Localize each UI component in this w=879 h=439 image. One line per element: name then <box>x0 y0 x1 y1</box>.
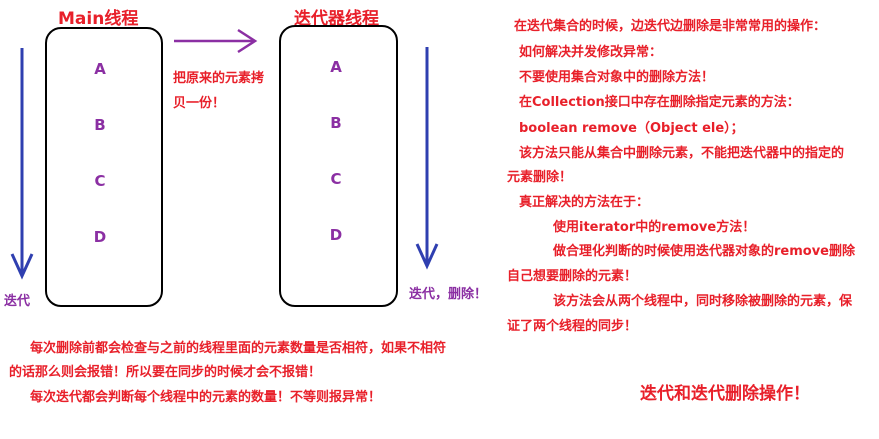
iterate-label: 迭代 <box>4 294 31 309</box>
main-letter-d: D <box>93 228 107 246</box>
note-line-6: 该方法只能从集合中删除元素，不能把迭代器中的指定的 <box>519 146 845 161</box>
note-line-8: 真正解决的方法在于： <box>519 195 650 210</box>
note-line-11: 自己想要删除的元素！ <box>507 269 638 284</box>
note-line-2: 如何解决并发修改异常： <box>519 45 663 60</box>
main-thread-title: Main线程 <box>58 9 139 29</box>
note-line-3: 不要使用集合对象中的删除方法！ <box>519 70 715 85</box>
iter-letter-a: A <box>330 58 342 76</box>
note-line-4: 在Collection接口中存在删除指定元素的方法： <box>519 95 800 110</box>
main-letter-a: A <box>94 60 106 78</box>
note-line-5: boolean remove（Object ele）； <box>519 121 744 136</box>
note-line-9: 使用iterator中的remove方法！ <box>553 220 756 235</box>
iter-letter-d: D <box>329 226 343 244</box>
copy-note-line2: 贝一份！ <box>173 96 226 111</box>
note-line-10: 做合理化判断的时候使用迭代器对象的remove删除 <box>553 244 855 259</box>
note-line-12: 该方法会从两个线程中，同时移除被删除的元素，保 <box>553 294 853 309</box>
copy-arrow <box>174 28 258 54</box>
main-thread-box <box>45 27 163 307</box>
right-down-arrow <box>415 47 439 270</box>
iterator-thread-title: 迭代器线程 <box>294 9 379 29</box>
note-line-13: 证了两个线程的同步！ <box>507 319 638 334</box>
bottom-note-line2: 的话那么则会报错！所以要在同步的时候才会不报错！ <box>9 365 322 380</box>
main-letter-c: C <box>94 172 106 190</box>
footer-title: 迭代和迭代删除操作！ <box>640 384 810 404</box>
iter-letter-c: C <box>330 170 342 188</box>
iter-letter-b: B <box>330 114 342 132</box>
copy-note-line1: 把原来的元素拷 <box>173 71 265 86</box>
note-line-7: 元素删除！ <box>507 170 573 185</box>
iterator-thread-box <box>279 25 398 307</box>
bottom-note-line3: 每次迭代都会判断每个线程中的元素的数量！不等则报异常！ <box>30 390 382 405</box>
bottom-note-line1: 每次删除前都会检查与之前的线程里面的元素数量是否相符，如果不相符 <box>30 341 447 356</box>
iterate-delete-label: 迭代，删除！ <box>409 287 488 302</box>
main-letter-b: B <box>94 116 106 134</box>
left-down-arrow <box>10 48 34 280</box>
note-line-1: 在迭代集合的时候，边迭代边删除是非常常用的操作： <box>514 19 827 34</box>
